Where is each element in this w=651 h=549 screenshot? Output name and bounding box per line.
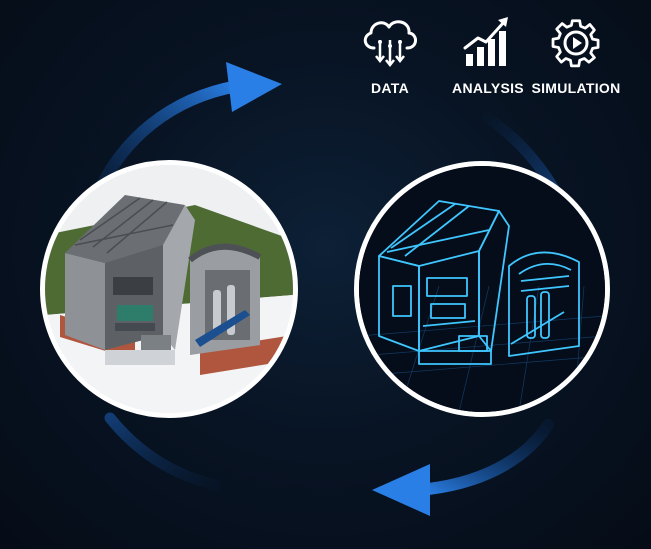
- feature-data: DATA: [340, 14, 440, 96]
- feature-simulation: SIMULATION: [526, 14, 626, 96]
- feature-row: DATA ANALYSIS SIMULATION: [340, 14, 640, 104]
- arrowhead-top: [226, 62, 282, 112]
- feature-simulation-label: SIMULATION: [531, 80, 621, 96]
- arrow-bottom-right: [412, 419, 554, 496]
- bar-chart-growth-icon: [463, 17, 508, 66]
- physical-building-circle: [40, 160, 298, 418]
- feature-data-label: DATA: [370, 80, 409, 96]
- digital-twin-circle: [354, 161, 610, 417]
- digital-twin-wireframe: [359, 166, 605, 412]
- arc-left: [104, 412, 221, 491]
- arrowhead-bottom: [372, 464, 430, 516]
- physical-building-illustration: [45, 165, 293, 413]
- cloud-download-icon: [363, 20, 417, 68]
- feature-analysis-label: ANALYSIS: [452, 80, 524, 96]
- gear-play-icon: [551, 19, 600, 68]
- feature-analysis: ANALYSIS: [438, 14, 538, 96]
